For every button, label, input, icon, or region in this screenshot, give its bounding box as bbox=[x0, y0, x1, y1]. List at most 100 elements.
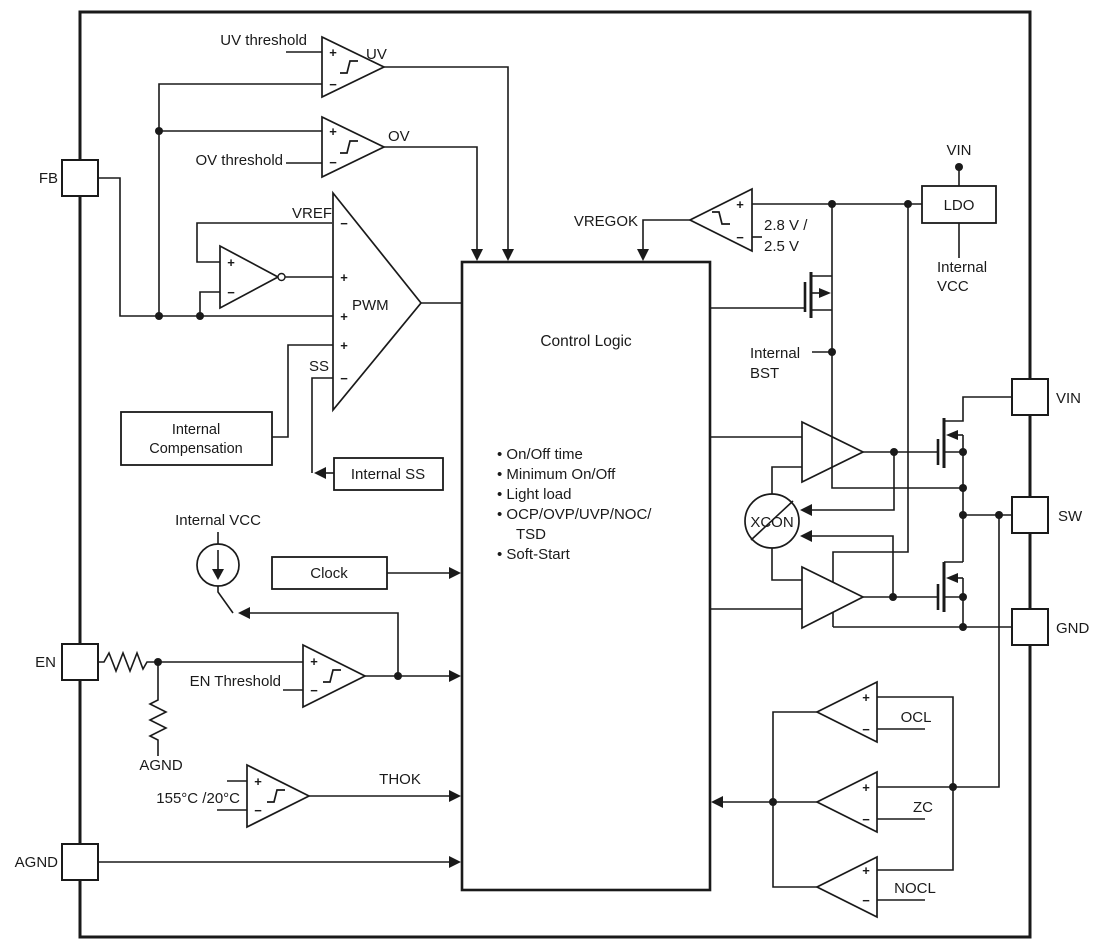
hysteresis-icon bbox=[267, 789, 285, 803]
ldo-box: LDO bbox=[921, 185, 997, 224]
ocl-label: OCL bbox=[901, 709, 932, 726]
internal-compensation-line2: Compensation bbox=[149, 441, 243, 457]
bootstrap-fet bbox=[803, 272, 832, 318]
control-logic-bullet: • OCP/OVP/UVP/NOC/ bbox=[497, 506, 652, 523]
en-pin bbox=[61, 643, 99, 681]
right-arrow-icon bbox=[449, 670, 461, 682]
ov-comparator: + − bbox=[321, 115, 386, 179]
plus-symbol: + bbox=[329, 124, 337, 139]
internal-ss-box: Internal SS bbox=[333, 457, 444, 491]
error-amplifier: + − bbox=[219, 244, 286, 310]
minus-symbol: − bbox=[329, 155, 337, 170]
zc-comparator-triangle bbox=[815, 770, 878, 834]
error-amplifier-triangle bbox=[219, 244, 280, 310]
control-logic-title: Control Logic bbox=[540, 333, 632, 350]
xcon-label: XCON bbox=[750, 514, 793, 531]
gnd-pin bbox=[1011, 608, 1049, 646]
sw-pin-label: SW bbox=[1058, 508, 1083, 525]
vreg-level-line2: 2.5 V bbox=[764, 238, 799, 255]
plus-symbol: + bbox=[340, 338, 348, 353]
ov-output-label: OV bbox=[388, 128, 410, 145]
xcon-block: XCON bbox=[744, 493, 800, 549]
plus-symbol: + bbox=[736, 197, 744, 212]
minus-symbol: − bbox=[329, 77, 337, 92]
ldo-label: LDO bbox=[944, 197, 975, 214]
minus-symbol: − bbox=[254, 803, 262, 818]
vregok-comparator: + − bbox=[688, 187, 753, 253]
minus-symbol: − bbox=[736, 230, 744, 245]
labels: UV threshold UV OV threshold OV VREF SS … bbox=[15, 32, 1090, 897]
pwm-comparator-triangle bbox=[332, 190, 423, 413]
pins bbox=[61, 159, 1049, 881]
plus-symbol: + bbox=[227, 255, 235, 270]
internal-compensation-box: Internal Compensation bbox=[120, 411, 273, 466]
thermal-comparator: + − bbox=[246, 763, 311, 829]
down-arrow-icon bbox=[212, 569, 224, 580]
plus-symbol: + bbox=[340, 270, 348, 285]
gnd-pin-label: GND bbox=[1056, 620, 1090, 637]
left-arrow-icon bbox=[800, 504, 812, 516]
fet-body-arrow-icon bbox=[946, 573, 958, 583]
en-comparator-triangle bbox=[302, 643, 367, 709]
sw-pin bbox=[1011, 496, 1049, 534]
right-arrow-icon bbox=[449, 567, 461, 579]
clock-label: Clock bbox=[310, 565, 348, 582]
internal-vcc-current-source bbox=[196, 543, 240, 587]
minus-symbol: − bbox=[862, 893, 870, 908]
fb-pin-label: FB bbox=[39, 170, 58, 187]
temp-threshold-label: 155°C /20°C bbox=[156, 790, 240, 807]
bst-rail-wire bbox=[831, 204, 963, 489]
vregok-label: VREGOK bbox=[574, 213, 638, 230]
internal-bst-line2: BST bbox=[750, 365, 779, 382]
clock-box: Clock bbox=[271, 556, 388, 590]
plus-symbol: + bbox=[310, 654, 318, 669]
vin-pin-label: VIN bbox=[1056, 390, 1081, 407]
vin-pin bbox=[1011, 378, 1049, 416]
control-logic-bullet: • On/Off time bbox=[497, 446, 583, 463]
agnd-pin-label: AGND bbox=[15, 854, 59, 871]
plus-symbol: + bbox=[329, 45, 337, 60]
xcon-slash bbox=[750, 500, 794, 541]
fet-body-arrow-icon bbox=[819, 288, 831, 298]
down-arrow-icon bbox=[502, 249, 514, 261]
arrowheads bbox=[238, 249, 812, 868]
left-arrow-icon bbox=[711, 796, 723, 808]
internal-vcc-left-label: Internal VCC bbox=[175, 512, 261, 529]
hysteresis-icon bbox=[340, 140, 358, 154]
internal-vcc-right-line1: Internal bbox=[937, 259, 987, 276]
low-side-fet bbox=[936, 561, 964, 627]
left-arrow-icon bbox=[238, 607, 250, 619]
control-logic-bullet: • Light load bbox=[497, 486, 571, 503]
internal-vcc-right-line2: VCC bbox=[937, 278, 969, 295]
nocl-label: NOCL bbox=[894, 880, 936, 897]
down-arrow-icon bbox=[471, 249, 483, 261]
right-arrow-icon bbox=[449, 790, 461, 802]
chip-outline bbox=[78, 10, 1032, 939]
plus-symbol: + bbox=[862, 863, 870, 878]
left-arrow-icon bbox=[314, 467, 326, 479]
ov-threshold-label: OV threshold bbox=[195, 152, 283, 169]
hysteresis-icon bbox=[712, 211, 730, 225]
ss-label: SS bbox=[309, 358, 329, 375]
zc-comparator: + − bbox=[815, 770, 878, 834]
vreg-level-line1: 2.8 V / bbox=[764, 217, 808, 234]
nocl-comparator-triangle bbox=[815, 855, 878, 919]
minus-symbol: − bbox=[340, 371, 348, 386]
control-logic-box: Control Logic • On/Off time • Minimum On… bbox=[460, 260, 712, 892]
plus-symbol: + bbox=[340, 309, 348, 324]
internal-bst-line1: Internal bbox=[750, 345, 800, 362]
fet-body-arrow-icon bbox=[946, 430, 958, 440]
fb-pin bbox=[61, 159, 99, 197]
plus-symbol: + bbox=[254, 774, 262, 789]
hysteresis-icon bbox=[323, 669, 341, 683]
internal-ss-label: Internal SS bbox=[351, 466, 425, 483]
minus-symbol: − bbox=[310, 683, 318, 698]
minus-symbol: − bbox=[227, 285, 235, 300]
plus-symbol: + bbox=[862, 780, 870, 795]
down-arrow-icon bbox=[637, 249, 649, 261]
ocl-comparator-triangle bbox=[815, 680, 878, 744]
vin-top-label: VIN bbox=[946, 142, 971, 159]
hysteresis-icon bbox=[340, 60, 358, 74]
